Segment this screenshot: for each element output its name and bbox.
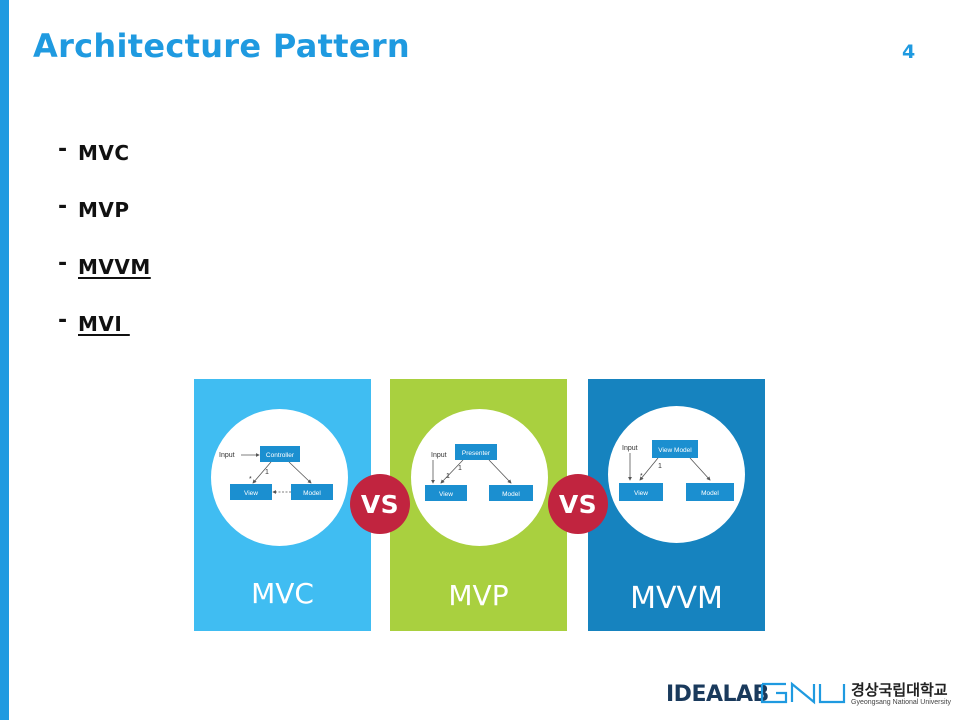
view-box — [230, 484, 272, 500]
mvp-diagram-circle: Input Presenter 1 1 View Model — [411, 409, 548, 546]
view-model-box — [652, 440, 698, 458]
bullet-dash: - — [58, 194, 68, 219]
input-label: Input — [219, 452, 235, 459]
mvp-label: MVP — [448, 579, 509, 612]
view-box — [619, 483, 663, 501]
bullet-link-mvvm[interactable]: MVVM — [78, 255, 151, 279]
multiplicity-star: * — [249, 476, 252, 483]
bullet-item-mvc: - MVC — [58, 136, 151, 193]
bullet-text-mvc: MVC — [78, 141, 130, 165]
page-number: 4 — [902, 41, 916, 63]
mvvm-diagram-circle: Input View Model 1 * View Model — [608, 406, 745, 543]
mvp-diagram: Input Presenter 1 1 View Model — [425, 444, 533, 501]
gnu-logo — [760, 681, 846, 705]
model-box-label: Model — [303, 490, 321, 497]
multiplicity-one: 1 — [265, 469, 269, 476]
view-box — [425, 485, 467, 501]
mvvm-panel: Input View Model 1 * View Model MVVM — [588, 379, 765, 631]
model-box-label: Model — [502, 491, 520, 498]
controller-box-label: Controller — [266, 452, 295, 459]
input-label: Input — [622, 445, 638, 452]
model-box — [489, 485, 533, 501]
bullet-item-mvp: - MVP — [58, 193, 151, 250]
mvc-diagram: Input Controller 1 * View Model — [219, 446, 333, 500]
bullet-list: - MVC - MVP - MVVM - MVI — [58, 136, 151, 364]
mvp-panel: Input Presenter 1 1 View Model MVP — [390, 379, 567, 631]
view-box-label: View — [439, 491, 453, 498]
accent-bar — [0, 0, 9, 720]
mvc-panel: Input Controller 1 * View Model MVC — [194, 379, 371, 631]
mvvm-label: MVVM — [630, 581, 723, 616]
mvc-diagram-circle: Input Controller 1 * View Model — [211, 409, 348, 546]
model-box-label: Model — [701, 490, 719, 497]
model-box — [291, 484, 333, 500]
bullet-text-mvp: MVP — [78, 198, 130, 222]
bullet-dash: - — [58, 251, 68, 276]
vs-badge: VS — [350, 474, 410, 534]
mvvm-diagram: Input View Model 1 * View Model — [619, 440, 734, 501]
bullet-item-mvi: - MVI — [58, 307, 151, 364]
bullet-dash: - — [58, 308, 68, 333]
view-model-box-label: View Model — [658, 447, 692, 454]
model-box — [686, 483, 734, 501]
slide-title: Architecture Pattern — [33, 27, 410, 65]
bullet-item-mvvm: - MVVM — [58, 250, 151, 307]
multiplicity-one: 1 — [658, 463, 662, 470]
university-name-kr: 경상국립대학교 — [851, 681, 948, 699]
view-box-label: View — [634, 490, 648, 497]
presenter-box-label: Presenter — [462, 450, 491, 457]
idealab-logo: IDEALAB — [666, 682, 769, 707]
multiplicity-one-b: 1 — [446, 473, 450, 480]
bullet-link-mvi[interactable]: MVI — [78, 312, 130, 336]
bullet-dash: - — [58, 137, 68, 162]
university-name-en: Gyeongsang National University — [851, 699, 951, 706]
vs-badge: VS — [548, 474, 608, 534]
multiplicity-one: 1 — [458, 465, 462, 472]
mvc-label: MVC — [251, 577, 314, 610]
multiplicity-star: * — [640, 473, 643, 480]
presenter-box — [455, 444, 497, 460]
view-box-label: View — [244, 490, 258, 497]
input-label: Input — [431, 452, 447, 459]
controller-box — [260, 446, 300, 462]
